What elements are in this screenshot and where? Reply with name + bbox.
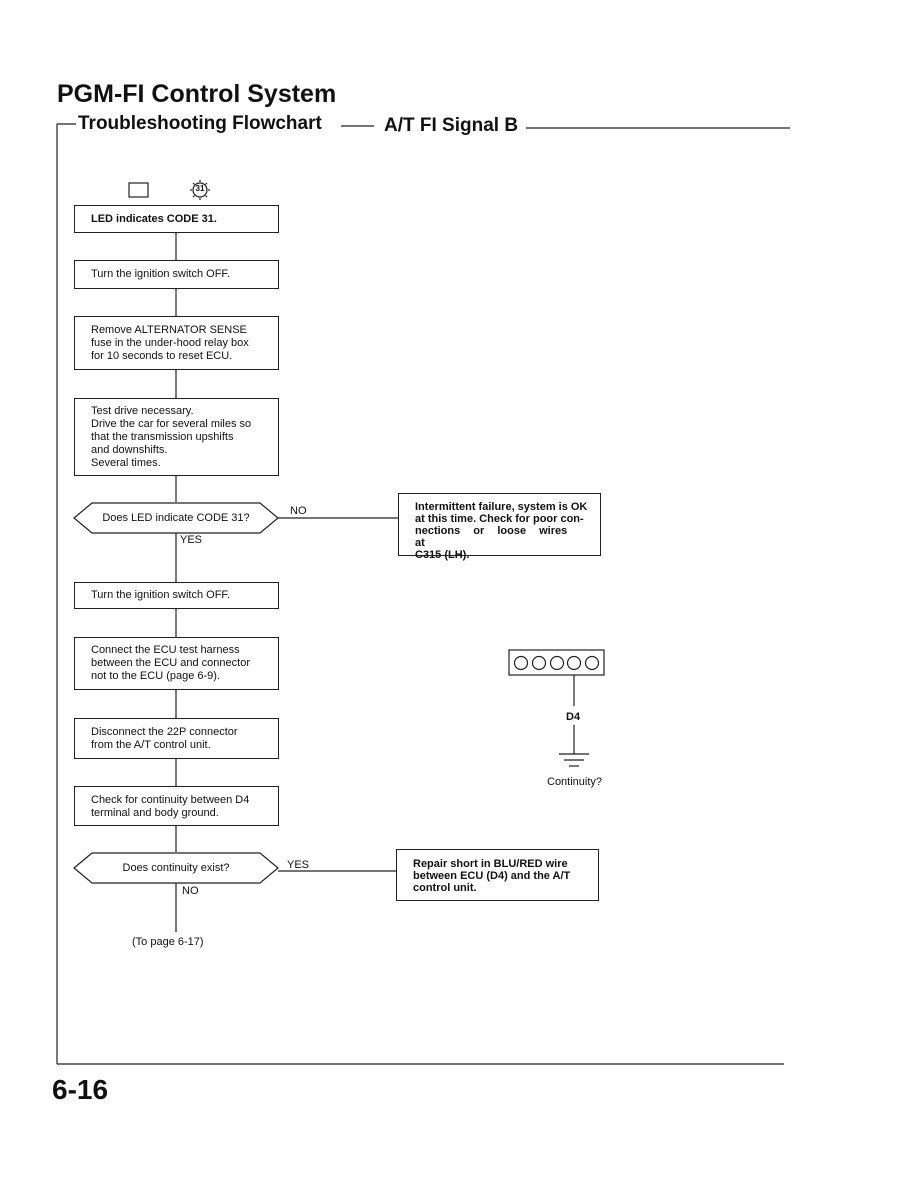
step-line: terminal and body ground.	[91, 807, 219, 819]
step-line: for 10 seconds to reset ECU.	[91, 350, 233, 362]
section-subtitle: A/T FI Signal B	[384, 115, 519, 136]
step-line: nections or loose wires at	[415, 525, 568, 549]
step-text: LED indicates CODE 31.	[91, 213, 217, 225]
step-connect-harness: Connect the ECU test harness between the…	[74, 637, 279, 690]
step-line: at this time. Check for poor con-	[415, 513, 584, 525]
step-text: Turn the ignition switch OFF.	[91, 268, 230, 280]
result-repair-short: Repair short in BLU/RED wire between ECU…	[396, 849, 599, 901]
decision-continuity: Does continuity exist?	[122, 862, 230, 874]
connector-pins	[513, 655, 600, 671]
step-led-code: LED indicates CODE 31.	[74, 205, 279, 233]
step-line: Intermittent failure, system is OK	[415, 501, 588, 513]
page-title: PGM-FI Control System	[57, 80, 337, 108]
step-line: Test drive necessary.	[91, 405, 194, 417]
decision-1-no-label: NO	[290, 505, 307, 517]
step-line: between ECU (D4) and the A/T	[413, 870, 571, 882]
step-line: control unit.	[413, 882, 477, 894]
code-31-icon	[190, 180, 210, 200]
goto-next-page: (To page 6-17)	[132, 936, 204, 948]
page-number: 6-16	[52, 1074, 109, 1105]
led-square-icon	[128, 182, 149, 198]
decision-1-yes-label: YES	[180, 534, 203, 546]
step-check-continuity: Check for continuity between D4 terminal…	[74, 786, 279, 826]
section-title: Troubleshooting Flowchart	[78, 113, 322, 134]
decision-shape-2	[73, 852, 279, 884]
decision-led-code: Does LED indicate CODE 31?	[102, 512, 250, 524]
step-line: from the A/T control unit.	[91, 739, 211, 751]
connector-outline	[508, 649, 605, 676]
step-line: Remove ALTERNATOR SENSE	[91, 324, 247, 336]
code-icon-number: 31	[195, 184, 205, 193]
step-disconnect-connector: Disconnect the 22P connector from the A/…	[74, 718, 279, 759]
step-line: Check for continuity between D4	[91, 794, 250, 806]
step-line: C315 (LH).	[415, 549, 470, 561]
decision-2-no-label: NO	[182, 885, 199, 897]
step-line: not to the ECU (page 6-9).	[91, 670, 221, 682]
step-line: Disconnect the 22P connector	[91, 726, 238, 738]
step-line: between the ECU and connector	[91, 657, 250, 669]
step-line: Connect the ECU test harness	[91, 644, 240, 656]
step-line: fuse in the under-hood relay box	[91, 337, 249, 349]
step-line: and downshifts.	[91, 444, 168, 456]
step-text: Turn the ignition switch OFF.	[91, 589, 230, 601]
terminal-label: D4	[566, 711, 581, 723]
step-line: Drive the car for several miles so	[91, 418, 252, 430]
step-ignition-off-2: Turn the ignition switch OFF.	[74, 582, 279, 609]
step-remove-fuse: Remove ALTERNATOR SENSE fuse in the unde…	[74, 316, 279, 370]
step-line: Repair short in BLU/RED wire	[413, 858, 568, 870]
decision-2-yes-label: YES	[287, 859, 310, 871]
step-line: Several times.	[91, 457, 161, 469]
result-intermittent-failure: Intermittent failure, system is OK at th…	[398, 493, 601, 561]
decision-shape-1	[73, 502, 279, 534]
step-line: that the transmission upshifts	[91, 431, 234, 443]
step-test-drive: Test drive necessary. Drive the car for …	[74, 398, 279, 476]
step-ignition-off-1: Turn the ignition switch OFF.	[74, 260, 279, 289]
continuity-question: Continuity?	[547, 776, 603, 788]
